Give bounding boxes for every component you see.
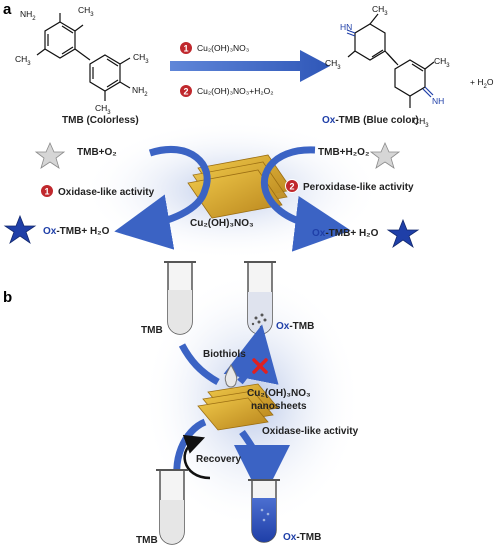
oxidase-badge — [40, 184, 54, 198]
panel-label-a: a — [3, 1, 12, 18]
ox-tmb-ch3-top: CH3 — [372, 4, 388, 17]
nanosheets-label-line2: nanosheets — [251, 401, 307, 412]
ox-tmb-blue-label: Ox-TMB (Blue color) — [322, 115, 419, 126]
ox-tmb-water-right: Ox-TMB+ H₂O — [312, 228, 379, 239]
plus-water: + H2O — [470, 77, 494, 90]
panel-label-b: b — [3, 289, 12, 306]
ox-tmb-hn: HN — [340, 22, 352, 32]
test-tube-tmb-bottom — [156, 469, 188, 545]
ox-tmb-ch3-right: CH3 — [434, 56, 450, 69]
tmb-ch3-left: CH3 — [15, 54, 31, 67]
peroxidase-activity-label: Peroxidase-like activity — [303, 182, 414, 193]
arrow-sheet-to-ox-tmb-bottom — [233, 429, 290, 501]
star-icon-grey-right — [369, 142, 401, 169]
catalyst-label: Cu₂(OH)₃NO₃ — [190, 218, 254, 229]
nanosheets-label-line1: Cu₂(OH)₃NO₃ — [247, 388, 311, 399]
ox-tmb-water-left: Ox-TMB+ H₂O — [43, 226, 110, 237]
recovery-label: Recovery — [196, 454, 241, 465]
tmb-label-top: TMB — [141, 325, 163, 336]
arrow-sheet-to-ox-tmb-top — [223, 324, 279, 385]
tmb-ch3-right: CH3 — [133, 52, 149, 65]
step-2-badge: 2 — [183, 87, 188, 97]
peroxidase-badge — [285, 179, 299, 193]
test-tube-tmb-top — [164, 261, 196, 335]
tmb-nh2-top: NH2 — [20, 9, 36, 22]
test-tube-ox-tmb-bottom — [248, 479, 280, 543]
arrow-tmb-to-sheet — [178, 343, 220, 386]
star-icon-blue-left — [3, 214, 37, 245]
ox-tmb-molecule — [346, 13, 435, 108]
reaction-arrow — [170, 50, 330, 82]
ox-tmb-nh: NH — [432, 96, 444, 106]
step-1-reagent: Cu₂(OH)₃NO₃ — [197, 43, 249, 53]
oxidase-activity-label: Oxidase-like activity — [58, 187, 155, 198]
ox-tmb-label-bottom: Ox-TMB — [283, 532, 321, 543]
tmb-colorless-label: TMB (Colorless) — [62, 115, 139, 126]
step-2-reagent: Cu₂(OH)₃NO₃+H₂O₂ — [197, 86, 274, 96]
peroxidase-badge-number: 2 — [289, 182, 294, 192]
recovery-arrow — [182, 434, 211, 480]
tmb-ch3-bottom: CH3 — [95, 103, 111, 116]
peroxidase-curved-arrow — [260, 146, 351, 252]
tmb-nh2-bottom: NH2 — [132, 85, 148, 98]
ox-tmb-label-top: Ox-TMB — [276, 321, 314, 332]
test-tube-ox-tmb-top — [244, 261, 276, 335]
oxidase-badge-number: 1 — [44, 187, 49, 197]
droplet-icon — [224, 363, 238, 388]
star-icon-blue-right — [386, 218, 420, 249]
tmb-h2o2-label: TMB+H₂O₂ — [318, 147, 369, 158]
nanosheet-stack-b — [197, 383, 279, 431]
oxidase-activity-b-label: Oxidase-like activity — [262, 426, 359, 437]
ox-tmb-ch3-bottom: CH3 — [413, 116, 429, 129]
biothiols-label: Biothiols — [203, 349, 246, 360]
tmb-molecule — [36, 13, 131, 101]
step-1-condition: 1 Cu₂(OH)₃NO₃ — [179, 41, 249, 55]
tmb-o2-label: TMB+O₂ — [77, 147, 117, 158]
step-1-badge: 1 — [183, 44, 188, 54]
tmb-ch3-top: CH3 — [78, 5, 94, 18]
step-2-condition: 2 Cu₂(OH)₃NO₃+H₂O₂ — [179, 84, 274, 98]
blocked-cross-icon — [252, 358, 268, 374]
star-icon-grey-left — [34, 142, 66, 169]
oxidase-curved-arrow — [114, 145, 211, 250]
ox-tmb-ch3-left: CH3 — [325, 58, 341, 71]
tmb-label-bottom: TMB — [136, 535, 158, 546]
